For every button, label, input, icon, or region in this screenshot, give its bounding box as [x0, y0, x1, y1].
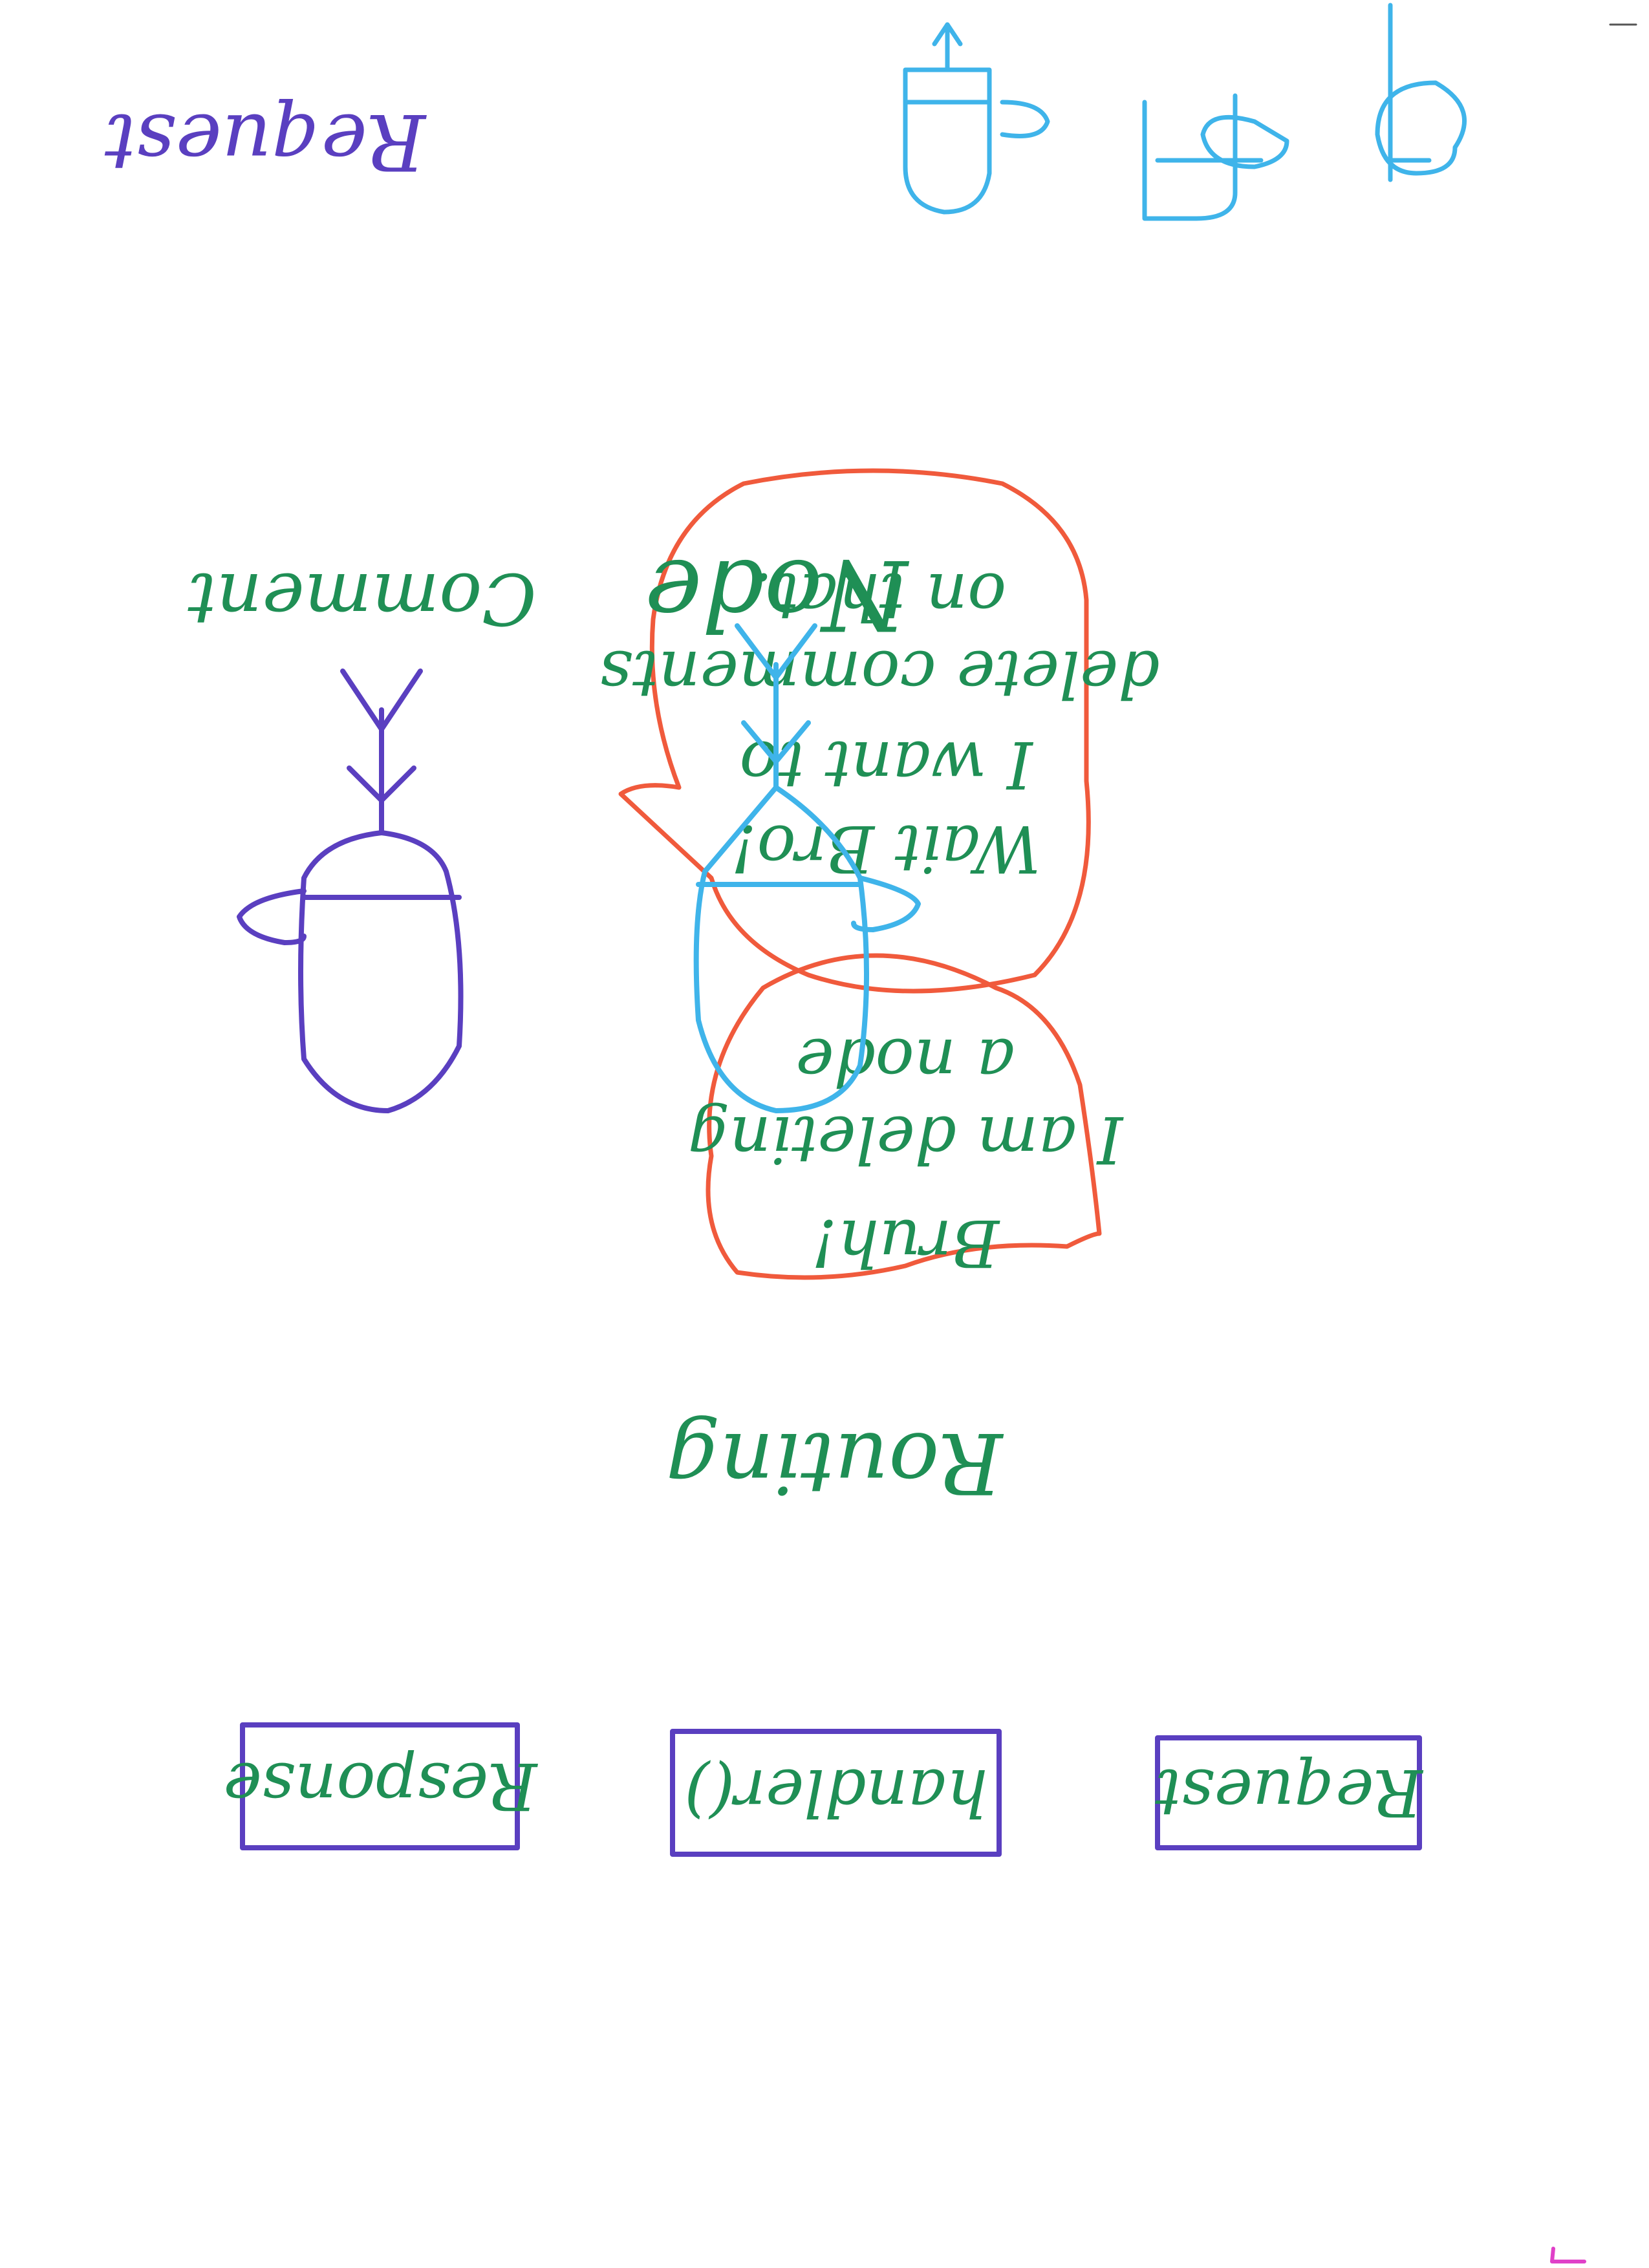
node-character: Node [645, 538, 921, 1113]
bubble-bruh-line-2: I am deleting [688, 1102, 1124, 1177]
flow-box-response: Response [224, 1722, 539, 1850]
flow-box-handler: handler() [670, 1729, 1002, 1857]
bubble-wait-line-1: Wait Bro! [731, 811, 1040, 886]
bubble-bruh-line-3: a node [795, 1024, 1015, 1100]
flow-box-request: Request [1154, 1735, 1424, 1850]
small-character-2 [1142, 93, 1289, 221]
flow-box-response-label: Response [224, 1748, 539, 1824]
stray-mark-magenta [1550, 2247, 1586, 2263]
speech-bubble-bruh: Bruh! I am deleting a node [688, 953, 1124, 1281]
request-label: Request [104, 96, 427, 186]
flow-box-handler-label: handler() [684, 1755, 987, 1830]
routing-label: Routing [666, 1414, 1004, 1512]
bubble-bruh-line-1: Bruh! [812, 1205, 1000, 1281]
bubble-wait-line-3: delete comments [599, 636, 1159, 712]
bubble-wait-line-2: I want to [739, 727, 1033, 802]
comment-character: Comment [188, 557, 537, 1113]
node-label: Node [645, 538, 909, 650]
bubble-wait-line-4: on that. [753, 559, 1007, 634]
small-character-3 [903, 22, 1050, 215]
small-characters [903, 3, 1467, 221]
comment-label: Comment [188, 557, 537, 640]
speech-bubble-wait: Wait Bro! I want to delete comments on t… [599, 468, 1159, 994]
flow-diagram: Request handler() Response [224, 1722, 1424, 1857]
flow-box-request-label: Request [1154, 1755, 1423, 1830]
small-character-1 [1375, 3, 1467, 182]
